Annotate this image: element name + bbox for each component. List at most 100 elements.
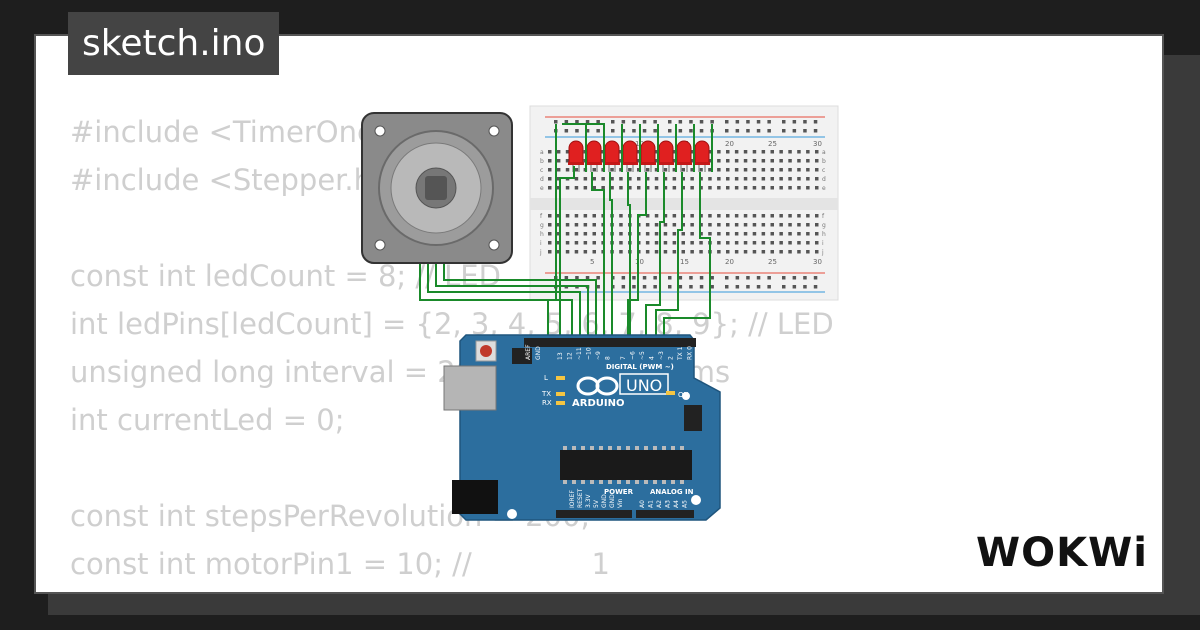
breadboard-rail-hole: [564, 129, 569, 133]
wire: [568, 123, 605, 172]
breadboard-hole: [672, 150, 677, 154]
breadboard-rail-hole: [782, 276, 786, 280]
breadboard-row-letter: f: [540, 213, 543, 220]
breadboard-hole: [699, 168, 703, 172]
breadboard-rail-hole: [678, 120, 683, 124]
breadboard-hole: [663, 223, 668, 227]
breadboard-hole: [565, 168, 570, 172]
breadboard-hole: [663, 186, 668, 190]
breadboard-rail-hole: [585, 120, 590, 124]
breadboard-hole: [770, 232, 774, 236]
breadboard-hole: [717, 159, 721, 163]
led[interactable]: [586, 140, 602, 172]
reset-button-cap[interactable]: [480, 345, 492, 357]
power-label: POWER: [604, 488, 634, 496]
chip-pin: [671, 446, 675, 450]
breadboard-rail-hole: [596, 129, 600, 133]
led[interactable]: [622, 140, 638, 172]
breadboard-center-gap: [530, 198, 838, 210]
breadboard-hole: [815, 214, 819, 218]
breadboard-hole: [699, 214, 703, 218]
wokwi-logo[interactable]: WOKWi: [976, 530, 1148, 576]
breadboard-hole: [717, 232, 721, 236]
chip-pin: [581, 480, 585, 484]
breadboard-hole: [628, 186, 632, 190]
breadboard-rail-hole: [782, 285, 786, 289]
led[interactable]: [676, 140, 692, 172]
breadboard-hole: [690, 168, 694, 172]
breadboard-rail-hole: [596, 285, 600, 289]
led[interactable]: [640, 140, 656, 172]
breadboard-hole: [734, 214, 739, 218]
breadboard-column-number: 25: [768, 258, 777, 266]
breadboard-hole: [556, 168, 561, 172]
breadboard-hole: [583, 241, 588, 245]
breadboard-hole: [699, 186, 703, 190]
wire: [419, 263, 573, 340]
breadboard-hole: [681, 250, 685, 254]
breadboard-hole: [645, 168, 650, 172]
breadboard-rail-hole: [813, 129, 818, 133]
breadboard-hole: [654, 214, 659, 218]
breadboard-hole: [806, 186, 810, 190]
breadboard-column-number: 30: [813, 140, 822, 148]
breadboard-hole: [592, 241, 596, 245]
mounting-hole: [682, 392, 690, 400]
breadboard-hole: [619, 241, 623, 245]
breadboard-hole: [681, 232, 685, 236]
chip-pin: [644, 480, 648, 484]
power-pin-label: 5V: [593, 499, 600, 508]
breadboard-hole: [574, 223, 579, 227]
breadboard-row-letter: a: [540, 149, 544, 156]
breadboard-hole: [672, 241, 677, 245]
breadboard-hole: [788, 168, 792, 172]
digital-pin-label: ~10: [586, 347, 593, 360]
breadboard-hole: [734, 241, 739, 245]
file-tab[interactable]: sketch.ino: [68, 12, 280, 75]
chip-pin: [671, 480, 675, 484]
chip-pin: [680, 480, 684, 484]
breadboard-hole: [815, 159, 819, 163]
breadboard-hole: [761, 186, 766, 190]
wire: [627, 172, 631, 340]
breadboard-rail-hole: [632, 276, 636, 280]
breadboard-rail-hole: [564, 276, 569, 280]
breadboard-hole: [565, 241, 570, 245]
led[interactable]: [694, 140, 710, 172]
breadboard-hole: [619, 214, 623, 218]
breadboard-hole: [779, 168, 783, 172]
l-led: [556, 376, 565, 380]
breadboard-column-number: 10: [635, 258, 644, 266]
code-line: int ledPins[ledCount] = {2, 3, 4, 5, 6, …: [70, 307, 834, 341]
breadboard-hole: [779, 186, 783, 190]
led[interactable]: [604, 140, 620, 172]
power-pin-label: RESET: [577, 488, 584, 508]
breadboard-hole: [788, 250, 792, 254]
icsp-header-2: [684, 405, 702, 431]
breadboard-row-letter: h: [540, 231, 544, 238]
breadboard-hole: [556, 177, 561, 181]
breadboard-hole: [815, 241, 819, 245]
breadboard-rail-hole: [725, 276, 729, 280]
breadboard-hole: [815, 168, 819, 172]
digital-pin-label: 12: [567, 352, 574, 360]
breadboard-hole: [734, 159, 739, 163]
breadboard-hole: [610, 186, 614, 190]
analog-label: ANALOG IN: [650, 488, 694, 496]
stepper-motor[interactable]: [361, 112, 513, 264]
breadboard-hole: [761, 250, 766, 254]
breadboard-hole: [797, 250, 801, 254]
breadboard-hole: [743, 250, 748, 254]
mounting-hole: [691, 495, 701, 505]
breadboard-hole: [645, 223, 650, 227]
breadboard-hole: [637, 177, 641, 181]
breadboard-rail-hole: [668, 285, 672, 289]
led[interactable]: [658, 140, 674, 172]
wire: [645, 172, 665, 340]
breadboard-hole: [770, 168, 774, 172]
breadboard-row-letter: a: [822, 149, 826, 156]
breadboard-hole: [637, 186, 641, 190]
breadboard-hole: [734, 186, 739, 190]
breadboard-rail-hole: [756, 276, 761, 280]
